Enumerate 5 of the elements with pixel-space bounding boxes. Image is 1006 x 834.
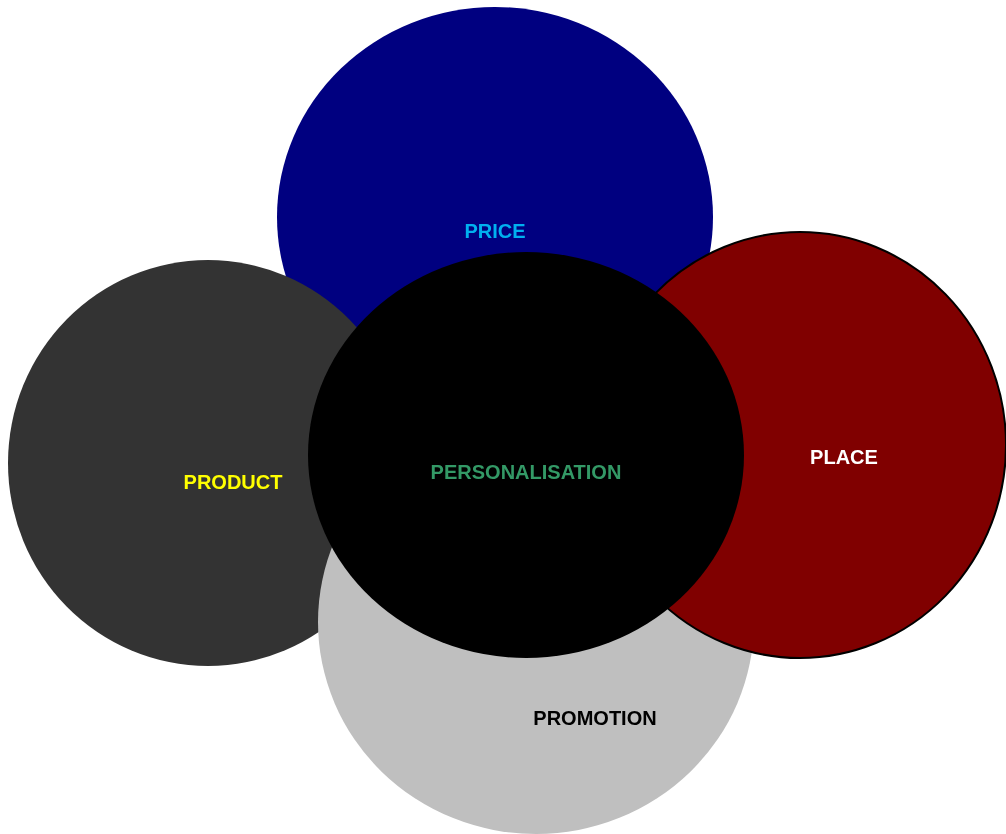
circle-label: PROMOTION [533,706,657,730]
circle-label: PLACE [810,445,878,469]
circle-label: PRODUCT [183,470,283,494]
circle-label: PRICE [464,219,526,243]
circle-label: PERSONALISATION [430,460,622,484]
